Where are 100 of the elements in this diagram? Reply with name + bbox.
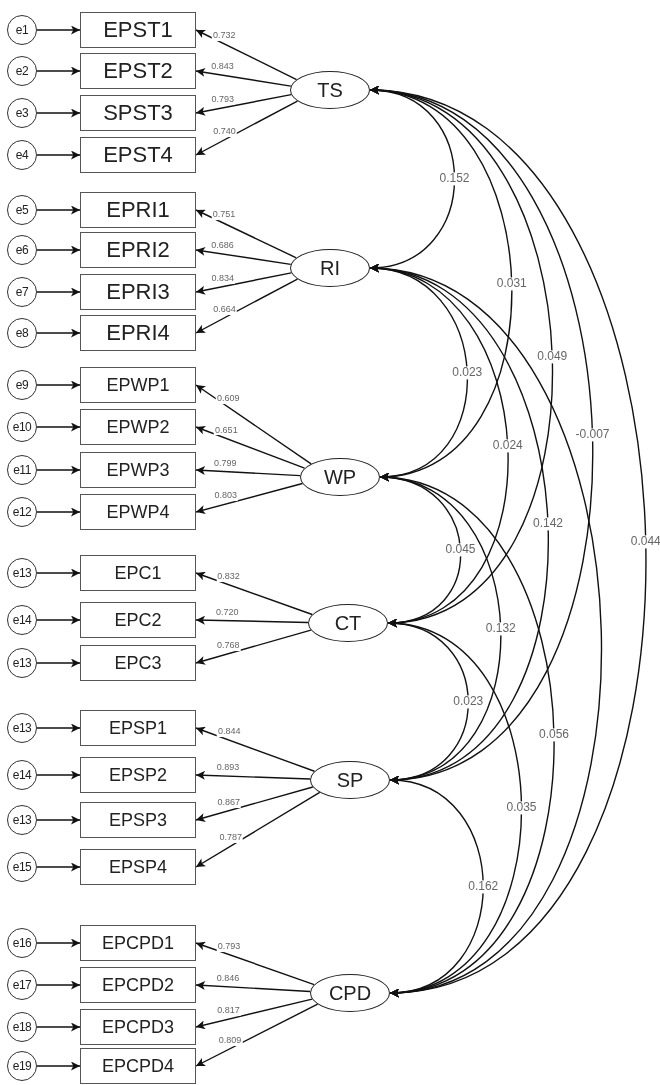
latent-ellipse: RI — [290, 249, 370, 287]
arrow — [36, 25, 81, 35]
arrow — [36, 658, 81, 668]
edge-label: 0.045 — [444, 543, 477, 557]
edge-label: 0.832 — [216, 571, 241, 582]
error-circle: e19 — [7, 1051, 37, 1081]
arrow — [36, 422, 81, 432]
edge-label: 0.809 — [217, 1035, 243, 1046]
edge-label: 0.035 — [505, 801, 538, 815]
indicator-box: EPCPD1 — [80, 925, 196, 961]
error-circle: e17 — [7, 970, 37, 1000]
arrow — [36, 615, 81, 625]
arrow — [36, 770, 81, 780]
error-circle: e13 — [7, 713, 37, 743]
indicator-box: EPWP3 — [80, 452, 196, 488]
edge-label: 0.787 — [218, 833, 243, 844]
indicator-box: EPRI1 — [80, 192, 196, 228]
latent-ellipse: WP — [300, 458, 380, 496]
indicator-box: EPSP1 — [80, 710, 196, 746]
arrow — [36, 568, 81, 578]
indicator-box: EPWP4 — [80, 494, 196, 530]
error-circle: e13 — [7, 558, 37, 588]
error-circle: e15 — [7, 852, 37, 882]
error-circle: e7 — [7, 277, 37, 307]
error-circle: e14 — [7, 605, 37, 635]
arrow — [36, 815, 81, 825]
error-circle: e13 — [7, 648, 37, 678]
error-circle: e5 — [7, 195, 37, 225]
latent-ellipse: SP — [310, 761, 390, 799]
error-circle: e12 — [7, 497, 37, 527]
arrow — [36, 465, 81, 475]
error-circle: e16 — [7, 928, 37, 958]
arrow — [195, 482, 304, 514]
arrow — [195, 278, 299, 334]
error-circle: e8 — [7, 318, 37, 348]
edge-label: 0.793 — [216, 941, 242, 952]
edge-label: 0.162 — [467, 879, 500, 894]
error-circle: e6 — [7, 235, 37, 265]
arrow — [36, 108, 81, 118]
error-circle: e11 — [7, 455, 37, 485]
arrow — [36, 723, 81, 733]
error-circle: e2 — [7, 56, 37, 86]
edge-label: 0.867 — [216, 797, 241, 808]
edge-label: 0.023 — [452, 694, 485, 709]
arrow — [195, 615, 309, 625]
indicator-box: SPST3 — [80, 95, 196, 131]
arrow — [195, 791, 321, 868]
latent-ellipse: CPD — [310, 974, 390, 1012]
indicator-box: EPCPD4 — [80, 1048, 196, 1084]
edge-label: 0.132 — [484, 621, 517, 636]
indicator-box: EPRI2 — [80, 232, 196, 268]
edge-label: 0.044 — [629, 534, 660, 549]
edge-label: 0.834 — [210, 273, 235, 284]
indicator-box: EPST4 — [80, 137, 196, 173]
latent-ellipse: CT — [308, 604, 388, 642]
arrow — [195, 998, 313, 1030]
indicator-box: EPST1 — [80, 12, 196, 48]
edge-label: 0.651 — [214, 425, 239, 436]
edge-label: 0.023 — [451, 365, 484, 380]
edge-label: 0.732 — [211, 30, 237, 41]
arrow — [195, 770, 311, 780]
arrow — [36, 328, 81, 338]
arrow — [195, 426, 306, 469]
indicator-box: EPST2 — [80, 53, 196, 89]
indicator-box: EPWP2 — [80, 409, 196, 445]
arrow — [36, 150, 81, 160]
arrow — [36, 1061, 81, 1071]
arrow — [36, 380, 81, 390]
error-circle: e4 — [7, 140, 37, 170]
edge-label: 0.740 — [212, 126, 237, 137]
covariance-arrow — [379, 474, 555, 996]
edge-label: 0.609 — [215, 394, 241, 404]
arrow — [195, 786, 314, 822]
edge-label: 0.803 — [213, 491, 239, 501]
edge-label: 0.817 — [216, 1006, 241, 1017]
arrow — [36, 205, 81, 215]
arrow — [195, 246, 292, 265]
indicator-box: EPC3 — [80, 645, 196, 681]
edge-label: 0.799 — [212, 458, 238, 469]
arrow — [195, 209, 297, 259]
arrow — [36, 1022, 81, 1032]
edge-label: 0.844 — [216, 727, 242, 738]
indicator-box: EPRI3 — [80, 274, 196, 310]
edge-label: 0.049 — [536, 349, 569, 364]
arrow — [36, 862, 81, 872]
arrow — [195, 466, 301, 477]
arrow — [195, 571, 313, 616]
edge-label: 0.686 — [210, 241, 235, 251]
error-circle: e3 — [7, 98, 37, 128]
indicator-box: EPCPD3 — [80, 1009, 196, 1045]
covariance-arrow — [389, 776, 484, 997]
error-circle: e18 — [7, 1012, 37, 1042]
error-circle: e1 — [7, 15, 37, 45]
edge-label: 0.056 — [538, 728, 570, 742]
indicator-box: EPSP3 — [80, 802, 196, 838]
arrow — [195, 726, 316, 772]
arrow — [36, 245, 81, 255]
edge-label: 0.142 — [532, 517, 564, 531]
edge-label: 0.768 — [215, 640, 241, 651]
edge-label: 0.846 — [215, 973, 241, 984]
